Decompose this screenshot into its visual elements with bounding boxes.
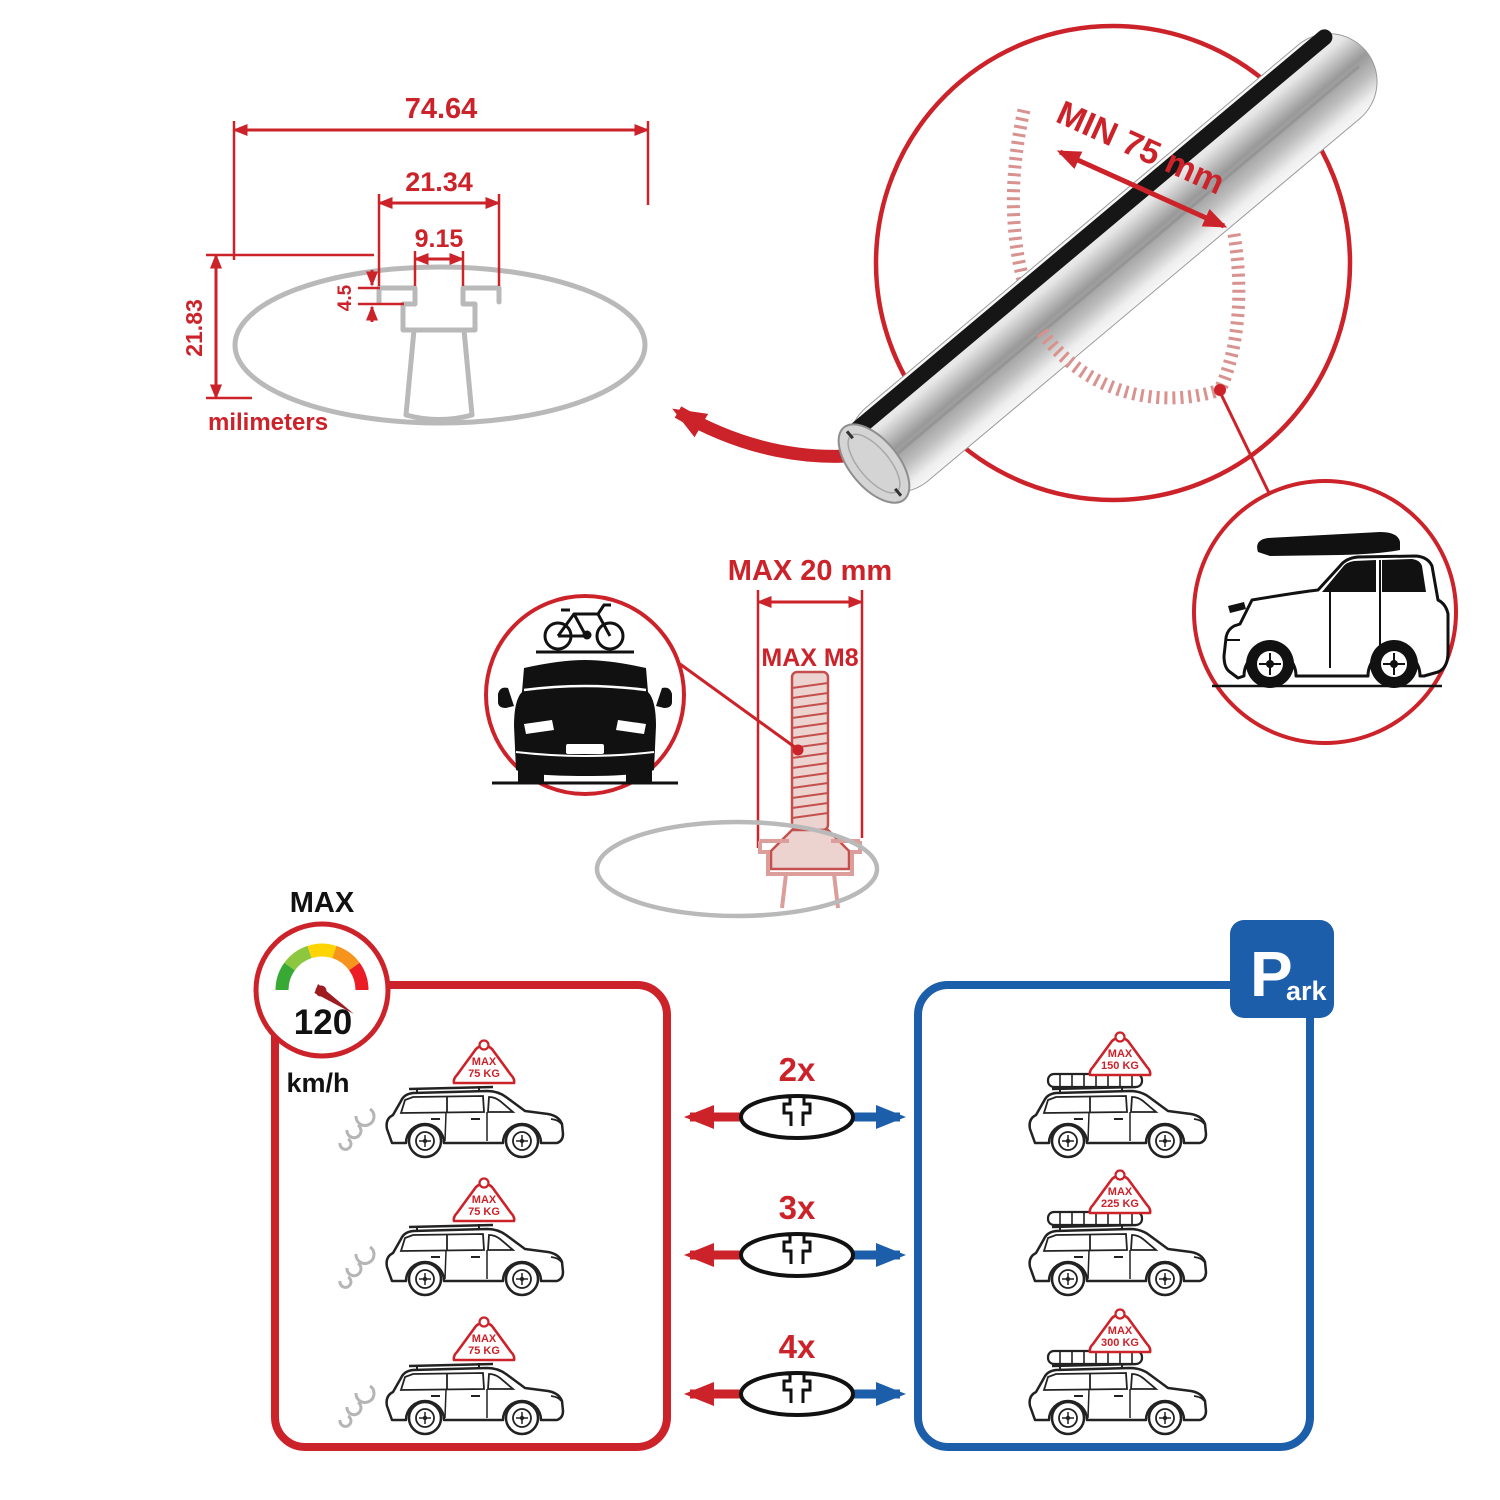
sign-load: 75 KG (468, 1345, 500, 1357)
sign-prefix: MAX (1108, 1048, 1133, 1060)
dim-ext-channel-width (377, 194, 501, 286)
load-sign-parked: MAX 300 KG (1088, 1308, 1152, 1354)
load-sign-parked: MAX 150 KG (1088, 1031, 1152, 1077)
sign-prefix: MAX (1108, 1186, 1133, 1198)
sign-load: 225 KG (1101, 1198, 1139, 1210)
suv-roofbox-circle (1192, 479, 1458, 745)
speed-value: 120 (294, 1003, 352, 1042)
sign-prefix: MAX (472, 1333, 497, 1345)
car-front-illustration (492, 650, 678, 785)
bike-icon (543, 603, 625, 651)
dim-channel-width: 21.34 (405, 167, 473, 197)
suv-front-window (1322, 560, 1376, 592)
crossbar-render (837, 29, 1378, 504)
units-label: milimeters (208, 409, 328, 436)
sign-load: 150 KG (1101, 1060, 1139, 1072)
dim-lip-depth: 4.5 (335, 284, 356, 311)
bolt-leader-line (679, 662, 797, 750)
car-front-body (514, 660, 656, 776)
headlight-left (524, 720, 554, 734)
load-sign-driving: MAX 75 KG (452, 1316, 516, 1362)
dim-total-height: 21.83 (181, 299, 207, 357)
speed-unit: km/h (286, 1068, 349, 1098)
dim-ext-total-height (206, 253, 374, 400)
strap-anchor-dot (1214, 384, 1226, 396)
parking-letter: P (1250, 938, 1293, 1010)
suv-connector-line (1218, 391, 1271, 494)
bar-detail-circle: MIN 75 mm (837, 23, 1378, 504)
car-mirror-right (656, 687, 672, 708)
crossbar-oval-icon (739, 1371, 855, 1417)
multiplier-label: 2x (779, 1051, 816, 1088)
crossbar-oval-icon (739, 1232, 855, 1278)
load-sign-driving: MAX 75 KG (452, 1039, 516, 1085)
measuring-strap-right (1214, 232, 1246, 393)
multiplier-label: 4x (779, 1328, 816, 1365)
bar-end-face (837, 423, 911, 504)
sign-load: 300 KG (1101, 1337, 1139, 1349)
parking-sign-board (1230, 920, 1334, 1018)
parking-suffix: ark (1286, 976, 1328, 1006)
license-plate (566, 744, 604, 754)
rubber-gasket-strip (846, 29, 1333, 440)
speed-max-label: MAX (290, 887, 355, 919)
sign-prefix: MAX (472, 1194, 497, 1206)
suv-rear-window (1382, 559, 1426, 592)
sign-load: 75 KG (468, 1206, 500, 1218)
sign-load: 75 KG (468, 1068, 500, 1080)
gauge-arc (275, 943, 369, 991)
dim-total-width: 74.64 (405, 93, 478, 125)
t-slot-profile (376, 285, 502, 422)
measuring-strap-front (1036, 328, 1223, 405)
dim-ext-slot-width (413, 251, 465, 286)
bolt-leader-dot (792, 744, 804, 756)
t-bolt-illustration (769, 670, 851, 871)
load-sign-parked: MAX 225 KG (1088, 1169, 1152, 1215)
car-mirror-left (498, 687, 514, 708)
suv-headlight (1228, 602, 1246, 613)
sign-prefix: MAX (472, 1056, 497, 1068)
min-span-arrow (1056, 149, 1228, 229)
roof-box (1257, 532, 1400, 556)
multiplier-label: 3x (779, 1189, 816, 1226)
load-sign-driving: MAX 75 KG (452, 1177, 516, 1223)
channel-ellipse (594, 819, 880, 919)
speed-limit-gauge: MAX 120 km/h (253, 887, 391, 1098)
max-thread-label: MAX M8 (761, 644, 858, 672)
max-length-label: MAX 20 mm (728, 555, 892, 587)
crossbar-oval-icon (739, 1094, 855, 1140)
bar-outline-ellipse (232, 264, 648, 426)
sign-prefix: MAX (1108, 1325, 1133, 1337)
headlight-right (616, 720, 646, 734)
dim-slot-width: 9.15 (415, 225, 464, 253)
parking-sign: P ark (1230, 920, 1334, 1018)
dim-ext-total-width (232, 121, 650, 260)
t-bolt-head (769, 828, 851, 871)
suv-illustration (1222, 532, 1450, 688)
bolt-diagram: MAX 20 mm MAX M8 (594, 555, 892, 919)
car-front-circle (484, 594, 686, 796)
cross-section-diagram: 74.64 21.34 9.15 4.5 21.83 milimeters (181, 93, 650, 436)
dim-ext-lip (358, 286, 404, 306)
